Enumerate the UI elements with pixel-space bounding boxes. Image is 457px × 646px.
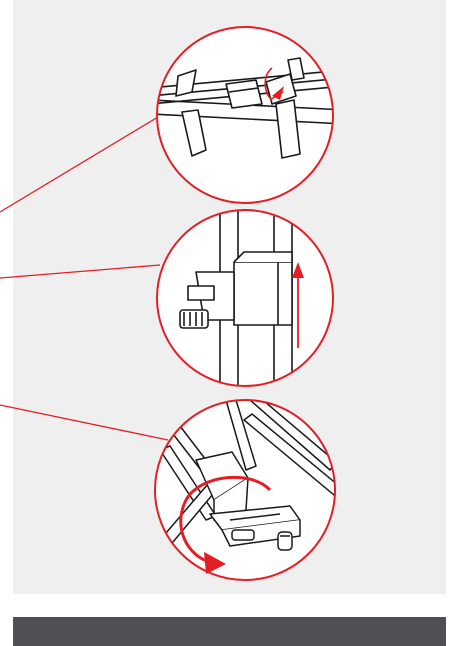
leader-lines — [0, 117, 168, 440]
corner-detail — [155, 396, 344, 580]
leader-line-3 — [0, 405, 168, 440]
strap-detail — [150, 27, 345, 203]
footer-bar — [13, 617, 446, 646]
leader-line-1 — [0, 117, 158, 212]
leg-detail — [157, 200, 333, 400]
leader-line-2 — [0, 265, 160, 278]
